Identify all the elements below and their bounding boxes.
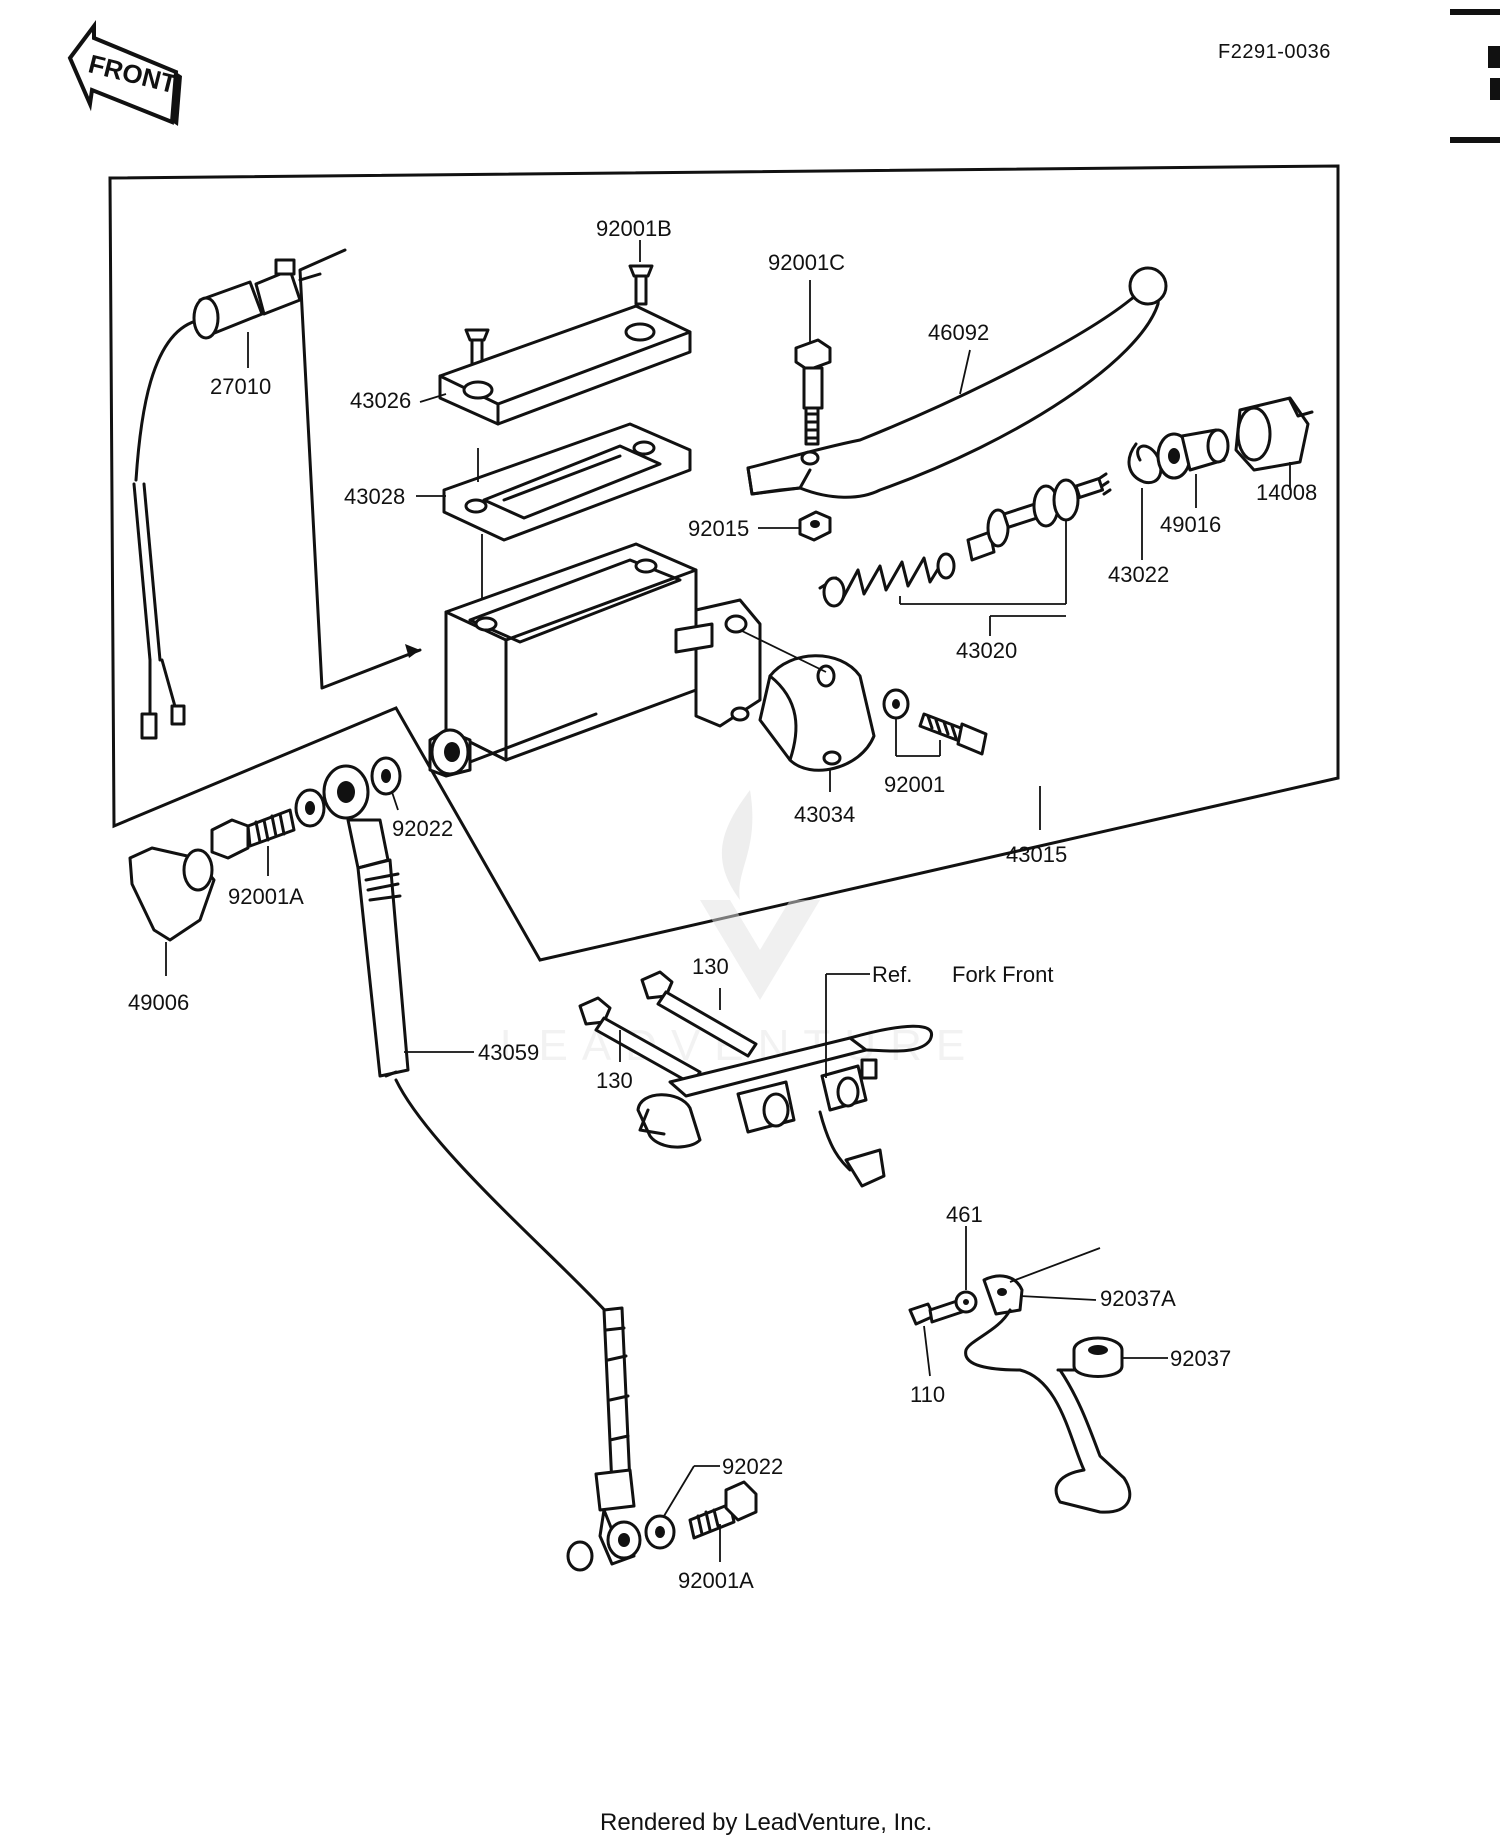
label-43059: 43059 [478,1040,539,1065]
washer-92022-bottom [644,1514,676,1550]
circlip-43022 [1127,442,1163,485]
label-43026: 43026 [350,388,411,413]
cover-49006 [128,846,216,942]
assembly-frame [108,164,1340,962]
bolt-92001 [882,688,988,756]
bolt-92001C [794,338,832,446]
label-92001A-top: 92001A [228,884,304,909]
fork-front-bracket [636,1024,933,1188]
guide-clamp [739,629,827,673]
label-92037: 92037 [1170,1346,1231,1371]
label-92015: 92015 [688,516,749,541]
bolt-110 [908,1298,964,1326]
label-49006: 49006 [128,990,189,1015]
label-27010: 27010 [210,374,271,399]
label-130-bottom: 130 [596,1068,633,1093]
label-92001A-bottom: 92001A [678,1568,754,1593]
label-110: 110 [910,1382,945,1407]
label-92001: 92001 [884,772,945,797]
dust-boot-49016 [1156,428,1230,480]
bolt-92001A-top [210,788,326,860]
footer-credit: Rendered by LeadVenture, Inc. [600,1809,932,1836]
screw-92001B [628,264,654,306]
ref-fork-front: Fork Front [952,962,1053,987]
bolt-130-upper [640,970,758,1058]
label-14008: 14008 [1256,480,1317,505]
label-92022-top: 92022 [392,816,453,841]
label-92001B: 92001B [596,216,672,241]
piston-spring-43020 [818,472,1112,608]
lever-46092 [746,266,1168,499]
label-43020: 43020 [956,638,1017,663]
label-43022: 43022 [1108,562,1169,587]
master-cylinder-body [428,542,762,778]
clamp-43034 [758,654,876,772]
label-92001C: 92001C [768,250,845,275]
switch-guide-line [298,248,422,690]
leader-lines [165,240,1291,1562]
label-92037A: 92037A [1100,1286,1176,1311]
hose-43059 [322,764,642,1572]
nut-92015 [798,510,832,542]
reservoir-cap-43026 [438,304,692,426]
washer-92022-top [370,756,402,796]
label-43015: 43015 [1006,842,1067,867]
part-labels: 27010 92001B 92001C 46092 43026 43028 92… [128,216,1317,1593]
label-461: 461 [946,1202,983,1227]
grommet-92037 [1072,1336,1124,1378]
label-43028: 43028 [344,484,405,509]
ref-label: Ref. [872,962,912,987]
label-43034: 43034 [794,802,855,827]
page-edge-marks [1450,9,1500,143]
bracket-92037A [964,1274,1132,1514]
washer-461 [954,1290,978,1314]
label-130-top: 130 [692,954,729,979]
cap-14008 [1234,396,1314,472]
label-49016: 49016 [1160,512,1221,537]
drawing-code: F2291-0036 [1218,41,1331,63]
brake-switch-27010 [132,258,322,740]
front-arrow-icon: FRONT [67,20,182,126]
label-92022-bottom: 92022 [722,1454,783,1479]
diaphragm-43028 [442,422,692,542]
leadventure-watermark-logo: LEADVENTURE [500,790,965,1070]
bolt-92001A-bottom [688,1480,758,1540]
label-46092: 46092 [928,320,989,345]
